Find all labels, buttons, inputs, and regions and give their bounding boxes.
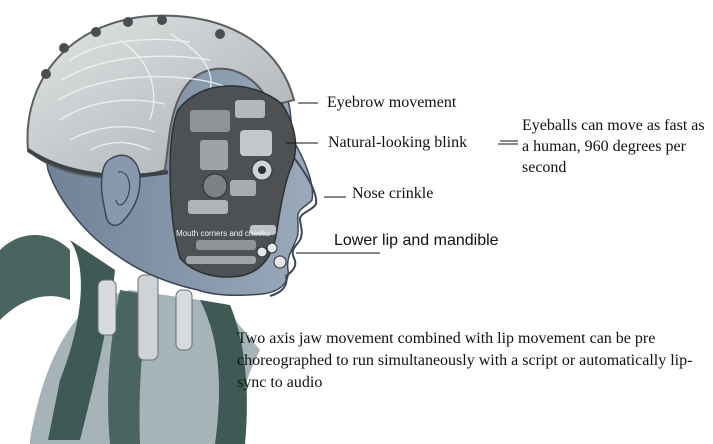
leader-lines	[286, 102, 518, 254]
face-mechanism: Mouth corners and cheeks	[169, 85, 297, 278]
shell-rim	[26, 148, 169, 178]
ear	[100, 154, 141, 227]
natural-blink-label: Natural-looking blink	[328, 134, 468, 151]
neck-structure	[0, 235, 260, 444]
eyeball-speed-label: Eyeballs can move as fast as a human, 96…	[522, 117, 705, 176]
nose-crinkle-label: Nose crinkle	[352, 185, 434, 202]
mouth-corners-caption: Mouth corners and cheeks	[176, 229, 270, 238]
eyebrow-movement-label: Eyebrow movement	[327, 94, 457, 111]
lower-lip-mandible-label: Lower lip and mandible	[334, 232, 499, 249]
face-profile	[269, 149, 318, 297]
shell-holes	[41, 15, 225, 79]
jaw-movement-caption: Two axis jaw movement combined with lip …	[237, 330, 693, 391]
